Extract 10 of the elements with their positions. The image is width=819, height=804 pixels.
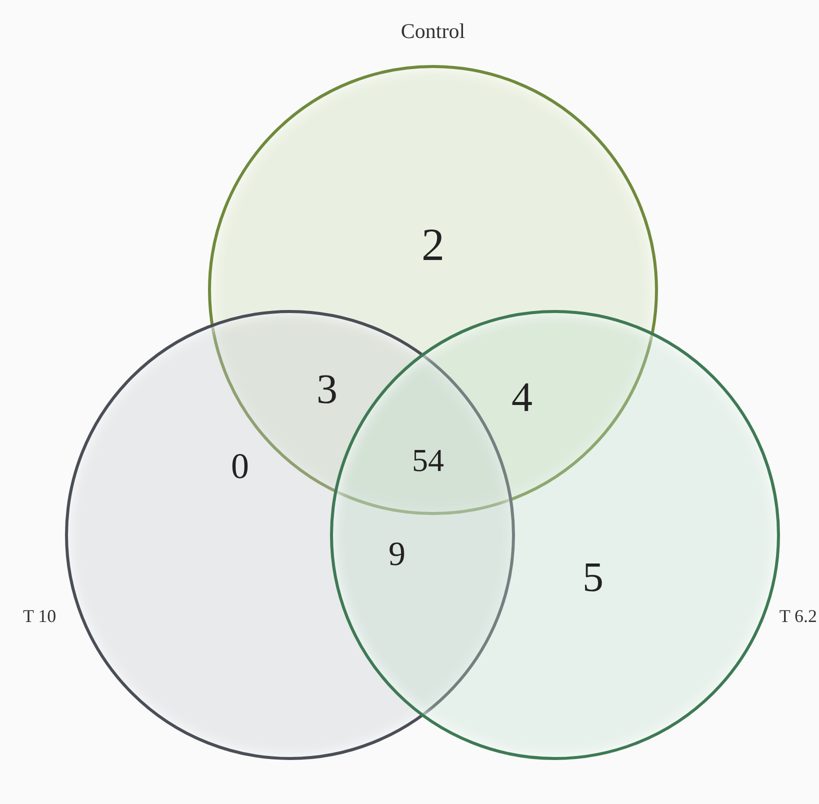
region-count: 0: [231, 448, 249, 484]
region-count: 2: [422, 222, 444, 268]
set-label: Control: [400, 18, 466, 45]
region-count: 4: [512, 377, 532, 419]
region-count: 54: [412, 444, 444, 476]
region-count: 3: [316, 369, 338, 411]
region-count: 9: [388, 538, 406, 572]
region-count: 5: [582, 557, 604, 599]
set-label: T 10: [23, 605, 56, 628]
set-label: T 6.2: [779, 605, 817, 628]
